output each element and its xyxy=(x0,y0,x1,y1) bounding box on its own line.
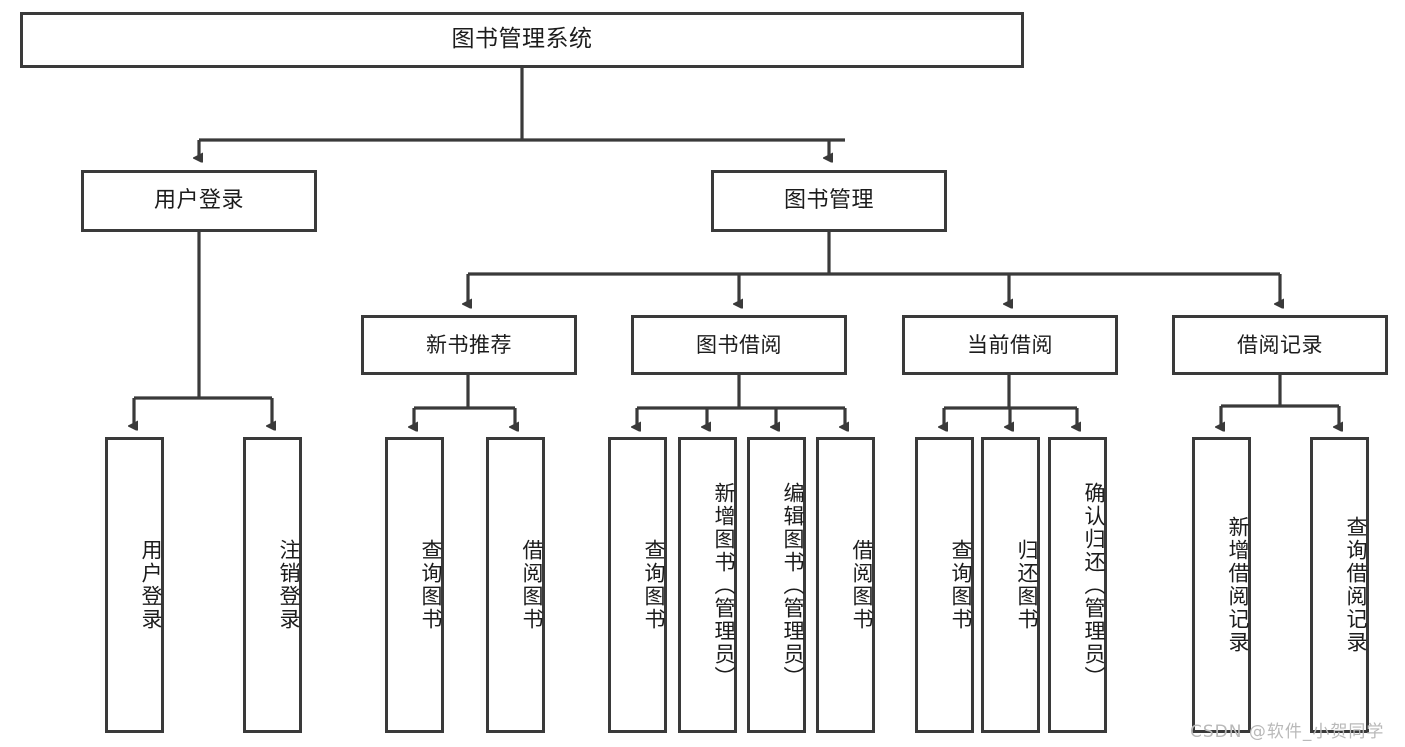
node-leaf-query-book-3-label: 查询图书 xyxy=(949,539,973,631)
node-leaf-borrow-book-2-label: 借阅图书 xyxy=(850,539,874,631)
node-leaf-query-book-2-label: 查询图书 xyxy=(642,539,666,631)
node-leaf-query-book-1-label: 查询图书 xyxy=(419,539,443,631)
node-leaf-user-login-label: 用户登录 xyxy=(139,539,163,631)
node-new-book-recommend[interactable]: 新书推荐 xyxy=(361,315,577,375)
node-leaf-user-login[interactable]: 用户登录 xyxy=(105,437,164,733)
node-leaf-add-record[interactable]: 新增借阅记录 xyxy=(1192,437,1251,733)
node-leaf-edit-book-label: 编辑图书（管理员） xyxy=(781,481,805,689)
node-leaf-confirm-return-label: 确认归还（管理员） xyxy=(1082,481,1106,689)
node-borrow-record-label: 借阅记录 xyxy=(1237,332,1323,357)
node-book-management-label: 图书管理 xyxy=(783,188,874,214)
node-leaf-logout[interactable]: 注销登录 xyxy=(243,437,302,733)
node-leaf-add-record-label: 新增借阅记录 xyxy=(1226,516,1250,654)
node-user-login-label: 用户登录 xyxy=(153,188,244,214)
node-leaf-borrow-book-1[interactable]: 借阅图书 xyxy=(486,437,545,733)
node-leaf-query-record-label: 查询借阅记录 xyxy=(1344,516,1368,654)
node-leaf-edit-book[interactable]: 编辑图书（管理员） xyxy=(747,437,806,733)
node-root-system[interactable]: 图书管理系统 xyxy=(20,12,1024,68)
node-book-borrow[interactable]: 图书借阅 xyxy=(631,315,847,375)
node-current-borrow[interactable]: 当前借阅 xyxy=(902,315,1118,375)
node-leaf-add-book-label: 新增图书（管理员） xyxy=(712,481,736,689)
node-leaf-borrow-book-2[interactable]: 借阅图书 xyxy=(816,437,875,733)
node-book-management[interactable]: 图书管理 xyxy=(711,170,947,232)
node-current-borrow-label: 当前借阅 xyxy=(967,332,1053,357)
node-leaf-query-record[interactable]: 查询借阅记录 xyxy=(1310,437,1369,733)
node-user-login[interactable]: 用户登录 xyxy=(81,170,317,232)
node-leaf-query-book-3[interactable]: 查询图书 xyxy=(915,437,974,733)
node-borrow-record[interactable]: 借阅记录 xyxy=(1172,315,1388,375)
csdn-watermark: CSDN @软件_小贺同学 xyxy=(1190,717,1384,742)
node-leaf-logout-label: 注销登录 xyxy=(277,539,301,631)
node-leaf-return-book-label: 归还图书 xyxy=(1015,539,1039,631)
node-book-borrow-label: 图书借阅 xyxy=(696,332,782,357)
node-leaf-borrow-book-1-label: 借阅图书 xyxy=(520,539,544,631)
node-leaf-add-book[interactable]: 新增图书（管理员） xyxy=(678,437,737,733)
node-leaf-return-book[interactable]: 归还图书 xyxy=(981,437,1040,733)
csdn-watermark-text: CSDN @软件_小贺同学 xyxy=(1190,722,1385,742)
node-new-book-recommend-label: 新书推荐 xyxy=(426,332,512,357)
node-leaf-query-book-1[interactable]: 查询图书 xyxy=(385,437,444,733)
node-leaf-query-book-2[interactable]: 查询图书 xyxy=(608,437,667,733)
node-leaf-confirm-return[interactable]: 确认归还（管理员） xyxy=(1048,437,1107,733)
node-root-label: 图书管理系统 xyxy=(451,26,593,53)
